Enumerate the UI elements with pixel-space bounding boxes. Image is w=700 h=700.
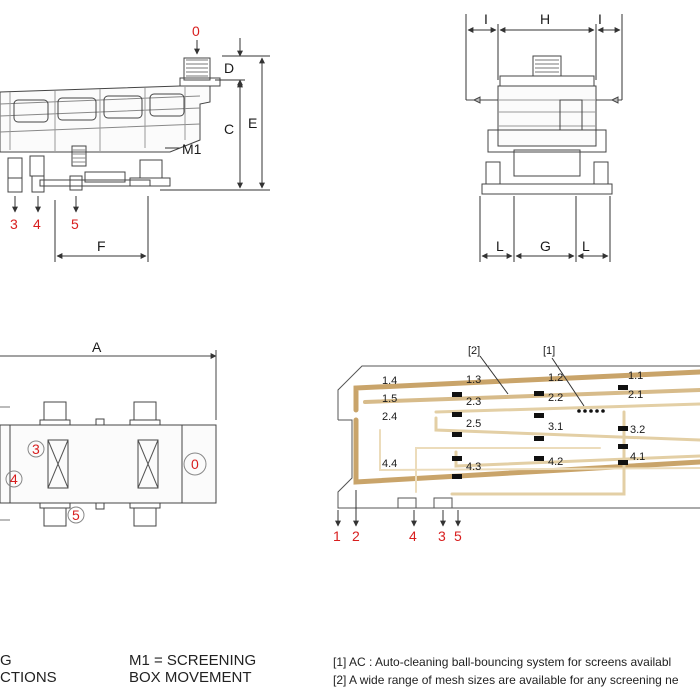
callout-2: [2] <box>468 345 480 357</box>
legend-left-line2: CTIONS <box>0 669 57 686</box>
side-outlet-arrows <box>12 40 200 213</box>
deck-label-group: 1.4 1.3 1.2 1.1 1.5 2.3 2.2 2.1 2.4 2.5 … <box>382 370 645 473</box>
side-outlet-3: 3 <box>10 216 18 232</box>
deck-label-3-2: 3.2 <box>630 424 645 436</box>
dim-l-left: L <box>496 238 504 254</box>
dim-l-right: L <box>582 238 590 254</box>
deck-label-2-3: 2.3 <box>466 396 481 408</box>
section-callout-leaders <box>479 355 585 407</box>
dim-g: G <box>540 238 551 254</box>
dim-a: A <box>92 339 102 355</box>
side-outlet-5: 5 <box>71 216 79 232</box>
side-dimension-lines <box>54 38 270 262</box>
dim-i-right: I <box>598 11 602 27</box>
section-outline <box>337 365 700 509</box>
dim-f: F <box>97 238 106 254</box>
side-view <box>0 57 221 193</box>
deck-label-1-3: 1.3 <box>466 374 481 386</box>
legend-m1-line1: M1 = SCREENING <box>129 652 257 669</box>
footnote-1: [1] AC : Auto-cleaning ball-bouncing sys… <box>333 655 672 669</box>
deck-label-1-4: 1.4 <box>382 375 397 387</box>
deck-label-4-4: 4.4 <box>382 458 397 470</box>
section-outlet-arrows <box>335 490 461 527</box>
deck-label-4-1: 4.1 <box>630 451 645 463</box>
section-outlet-5: 5 <box>454 528 462 544</box>
movement-label-m1: M1 <box>182 141 202 157</box>
deck-label-2-5: 2.5 <box>466 418 481 430</box>
legend-m1-line2: BOX MOVEMENT <box>129 669 252 686</box>
dim-h: H <box>540 11 550 27</box>
section-outlet-2: 2 <box>352 528 360 544</box>
side-inlet-0: 0 <box>192 23 200 39</box>
section-outlet-3: 3 <box>438 528 446 544</box>
front-dimension-lines <box>465 14 623 262</box>
deck-label-4-3: 4.3 <box>466 461 481 473</box>
footnote-2: [2] A wide range of mesh sizes are avail… <box>333 673 679 687</box>
deck-label-2-4: 2.4 <box>382 411 397 423</box>
deck-label-3-1: 3.1 <box>548 421 563 433</box>
dim-c: C <box>224 121 234 137</box>
top-view <box>0 350 217 527</box>
side-outlet-4: 4 <box>33 216 41 232</box>
deck-label-1-2: 1.2 <box>548 372 563 384</box>
dim-e: E <box>248 115 257 131</box>
dim-d: D <box>224 60 234 76</box>
top-marker-0: 0 <box>191 456 199 472</box>
section-outlet-1: 1 <box>333 528 341 544</box>
front-view <box>466 55 622 195</box>
deck-markers <box>452 385 628 479</box>
top-marker-3: 3 <box>32 441 40 457</box>
deck-label-4-2: 4.2 <box>548 456 563 468</box>
deck-label-1-5: 1.5 <box>382 393 397 405</box>
dim-i-left: I <box>484 11 488 27</box>
legend-left-line1: G <box>0 652 12 669</box>
deck-label-2-1: 2.1 <box>628 389 643 401</box>
section-channels <box>353 369 700 496</box>
top-marker-4: 4 <box>10 471 18 487</box>
deck-label-1-1: 1.1 <box>628 370 643 382</box>
top-marker-5: 5 <box>72 507 80 523</box>
deck-label-2-2: 2.2 <box>548 392 563 404</box>
callout-1: [1] <box>543 345 555 357</box>
section-outlet-4: 4 <box>409 528 417 544</box>
